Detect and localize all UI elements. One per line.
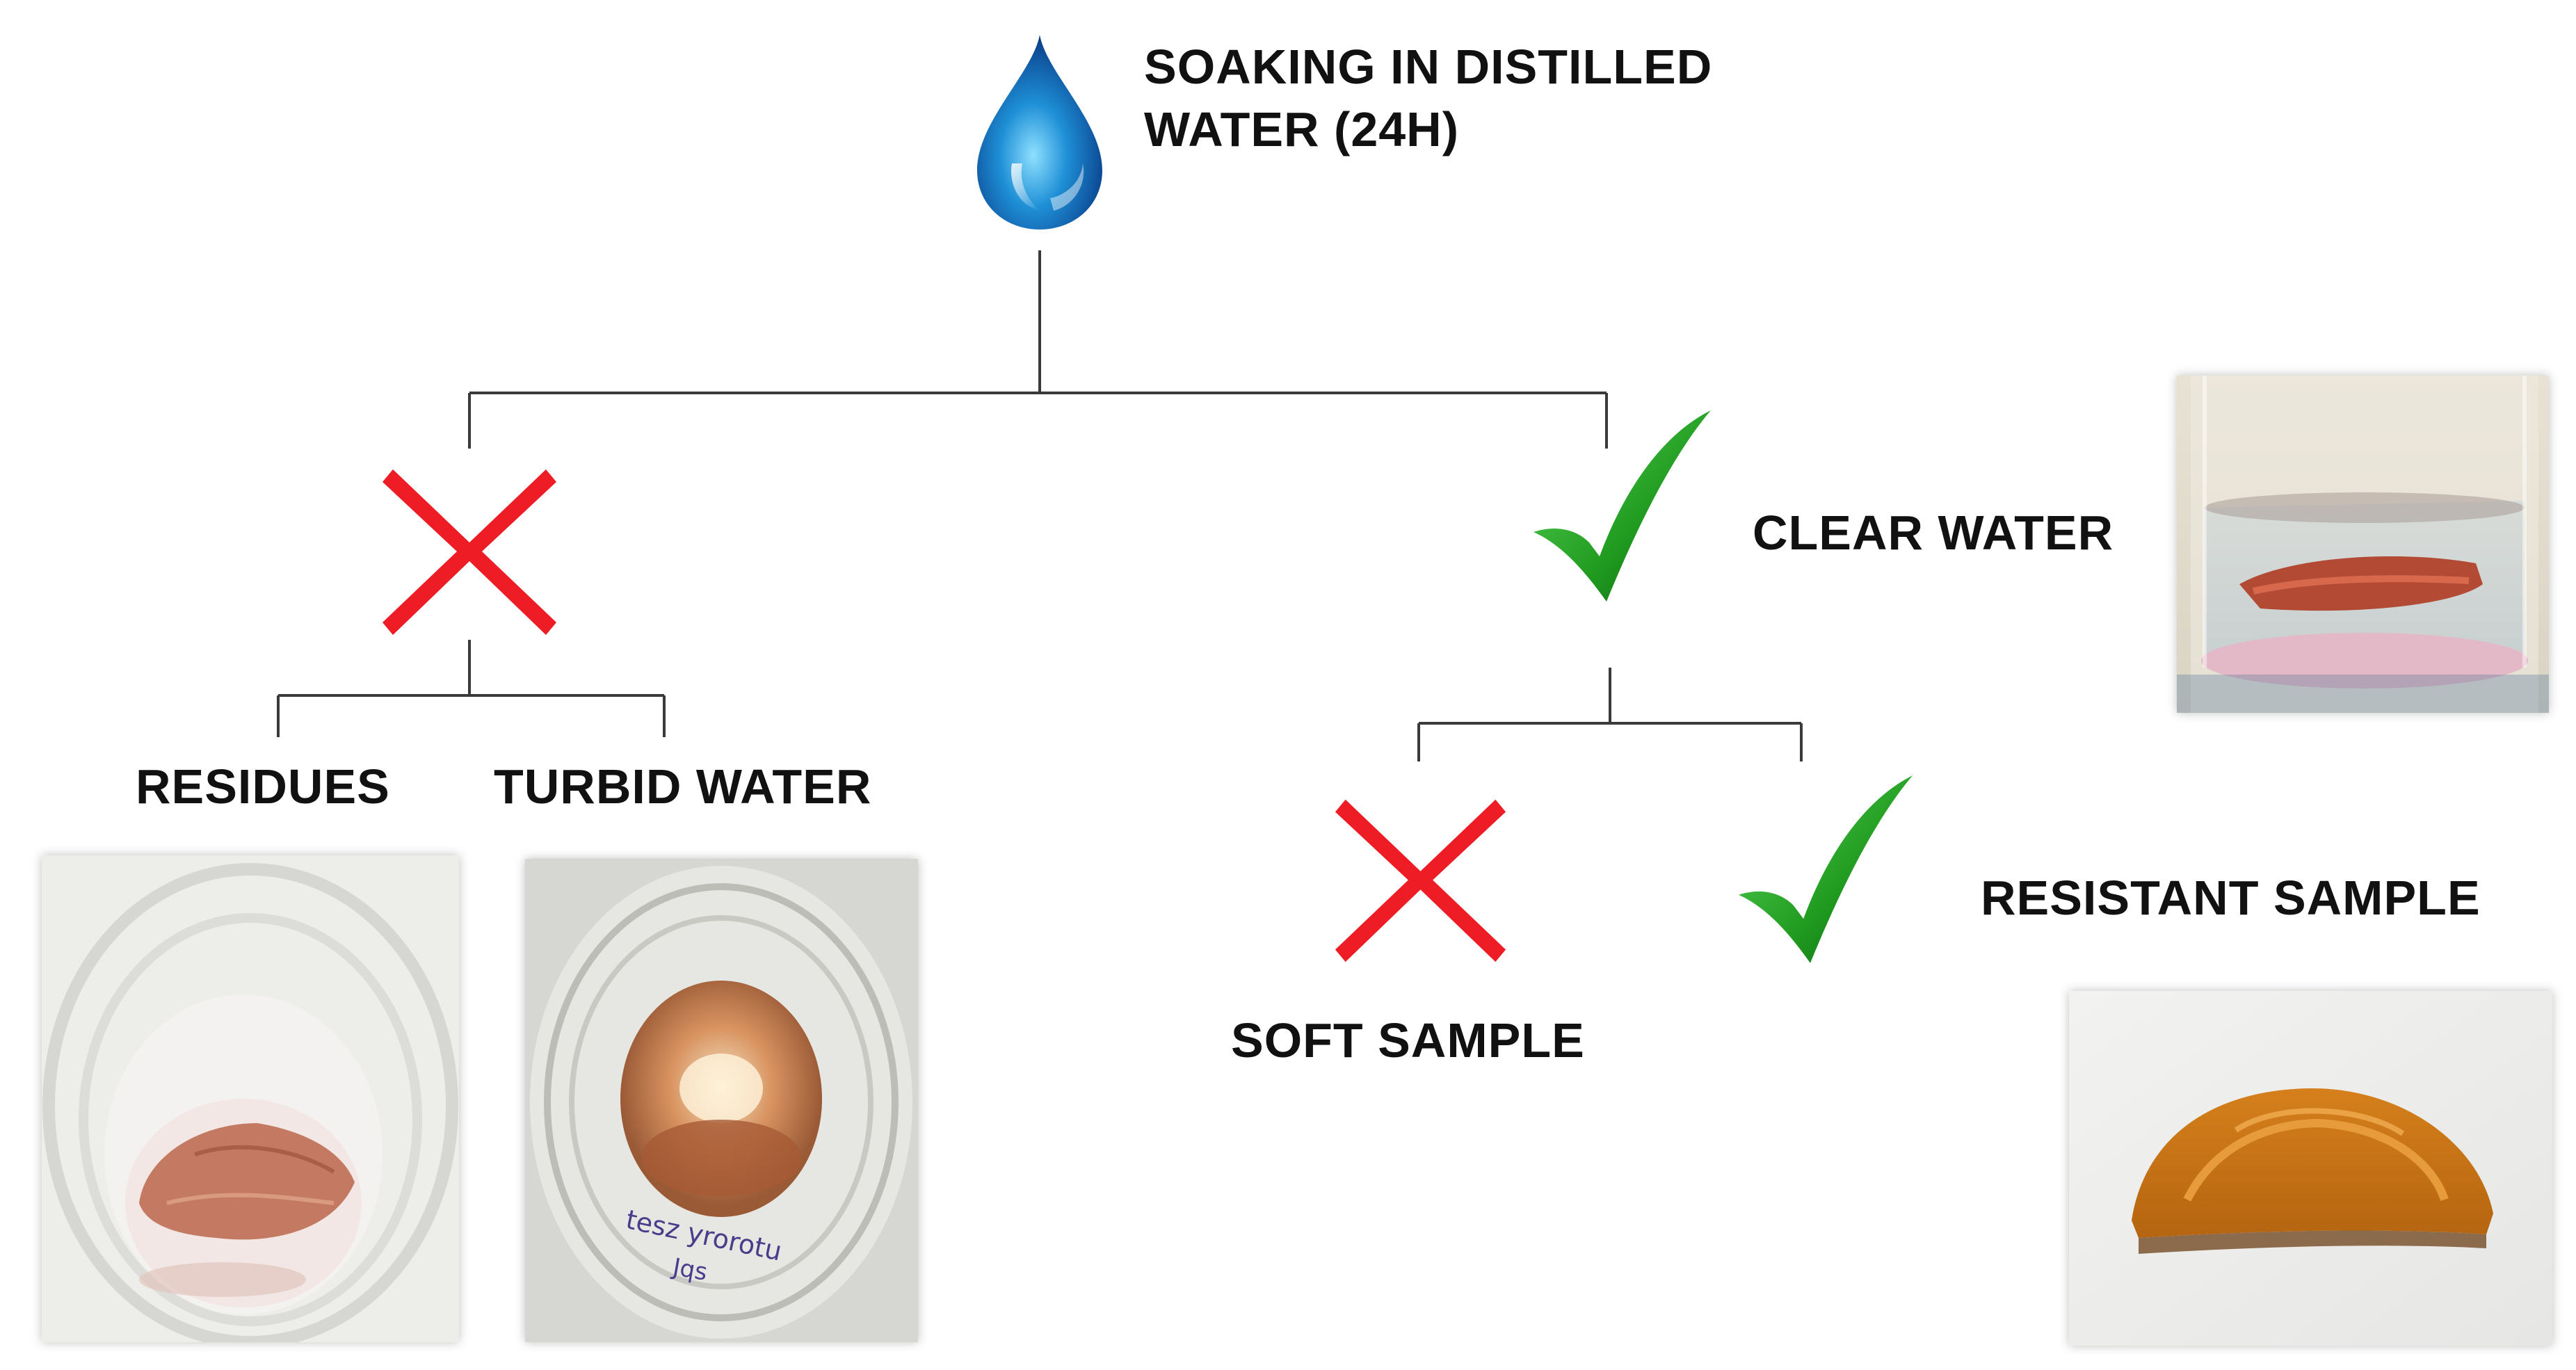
red-cross-icon — [379, 462, 560, 640]
label-resistant-sample: RESISTANT SAMPLE — [1981, 871, 2481, 925]
photo-turbid-water: tesz yrorotu Jqs — [525, 859, 918, 1342]
photo-residues — [42, 855, 459, 1342]
label-residues: RESIDUES — [136, 759, 390, 814]
diagram-title-line1: SOAKING IN DISTILLED — [1144, 40, 1713, 94]
photo-clear-water — [2177, 376, 2549, 713]
label-soft-sample: SOFT SAMPLE — [1231, 1013, 1585, 1067]
red-cross-icon-soft — [1332, 793, 1509, 967]
svg-text:Jqs: Jqs — [670, 1253, 709, 1287]
label-clear-water: CLEAR WATER — [1753, 506, 2114, 560]
label-turbid-water: TURBID WATER — [494, 759, 872, 814]
water-drop-icon — [970, 31, 1109, 233]
diagram-title-line2: WATER (24H) — [1144, 102, 1460, 156]
green-check-icon-resistant — [1739, 772, 1916, 967]
photo-resistant-sample — [2069, 991, 2552, 1346]
green-check-icon — [1533, 407, 1714, 605]
